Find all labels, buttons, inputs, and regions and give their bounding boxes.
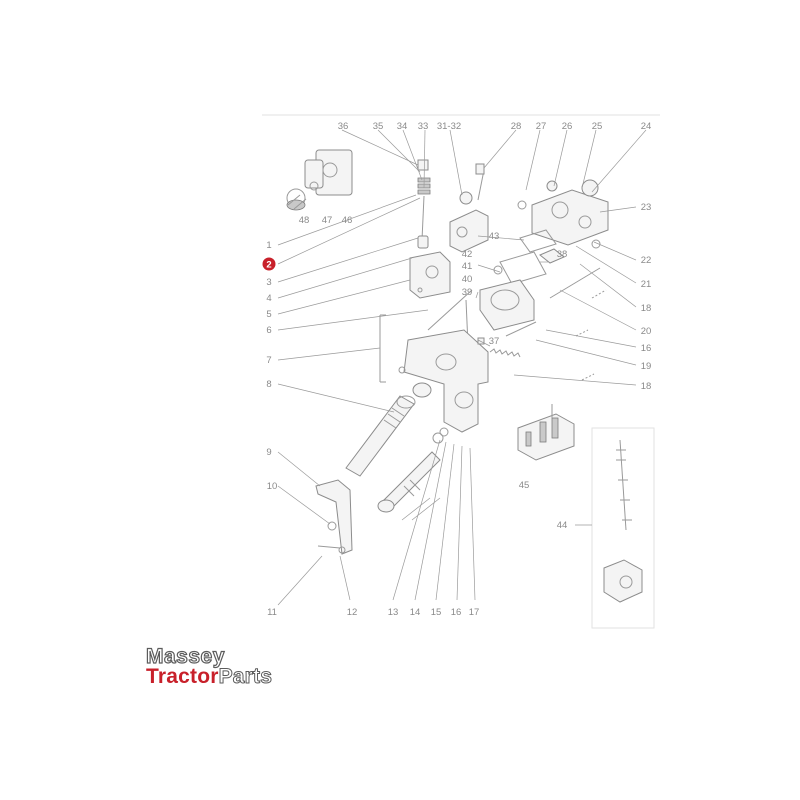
callout-1: 1 [266, 240, 271, 251]
callout-27: 27 [536, 121, 547, 132]
main-housing-7 [379, 314, 489, 433]
callout-23: 23 [641, 202, 652, 213]
spring-37 [489, 321, 537, 358]
callout-25: 25 [592, 121, 603, 132]
logo-tractor: Tractor [146, 665, 219, 688]
callout-33: 33 [418, 121, 429, 132]
highlight-marker [262, 257, 276, 271]
callout-4: 4 [266, 293, 271, 304]
callout-18-lower: 18 [641, 381, 652, 392]
bracket-lines [575, 289, 607, 381]
callout-46: 46 [342, 215, 353, 226]
callout-10: 10 [267, 481, 278, 492]
callout-42: 42 [462, 249, 473, 260]
callout-40: 40 [462, 274, 473, 285]
callout-2-highlight[interactable]: 2 [262, 257, 276, 271]
callout-16-right: 16 [641, 343, 652, 354]
callout-26: 26 [562, 121, 573, 132]
control-cover-assembly [517, 179, 609, 249]
logo-parts: Parts [218, 665, 273, 689]
callout-24: 24 [641, 121, 652, 132]
callout-37: 37 [489, 336, 500, 347]
valve-block-43 [449, 163, 489, 253]
callout-45: 45 [519, 480, 530, 491]
callout-9: 9 [266, 447, 271, 458]
callout-38: 38 [557, 249, 568, 260]
valve-body-5 [409, 251, 451, 299]
callout-39: 39 [462, 287, 473, 298]
callout-11: 11 [267, 607, 277, 618]
leader-lines [277, 129, 647, 606]
callout-21: 21 [641, 279, 652, 290]
callout-labels: 36 35 34 33 31-32 28 27 26 25 24 23 22 2… [262, 121, 652, 618]
callout-47: 47 [322, 215, 333, 226]
inset-panel-44 [575, 427, 655, 629]
callout-19: 19 [641, 361, 652, 372]
callout-34: 34 [397, 121, 408, 132]
callout-18-upper: 18 [641, 303, 652, 314]
gasket-and-plate [479, 229, 565, 331]
callout-43: 43 [489, 231, 500, 242]
lever-bracket [315, 479, 353, 555]
callout-22: 22 [641, 255, 652, 266]
callout-17: 17 [469, 607, 480, 618]
callout-20: 20 [641, 326, 652, 337]
logo-massey: Massey [145, 644, 225, 668]
massey-tractor-parts-logo[interactable]: Massey TractorParts [145, 644, 306, 690]
callout-2: 2 [266, 260, 271, 271]
callout-44: 44 [557, 520, 568, 531]
logo-tractorparts: TractorParts [146, 665, 272, 689]
shaft-8 [345, 382, 432, 477]
callout-35: 35 [373, 121, 384, 132]
callout-16: 16 [451, 607, 462, 618]
callout-3: 3 [266, 277, 271, 288]
solenoid-valve-assembly [286, 149, 353, 211]
callout-28: 28 [511, 121, 522, 132]
callout-13: 13 [388, 607, 399, 618]
callout-41: 41 [462, 261, 473, 272]
callout-48: 48 [299, 215, 310, 226]
callout-12: 12 [347, 607, 358, 618]
callout-36: 36 [338, 121, 349, 132]
valve-assembly-45 [517, 404, 575, 461]
callout-14: 14 [410, 607, 421, 618]
callout-6: 6 [266, 325, 271, 336]
piston-assembly [377, 427, 449, 513]
callout-8: 8 [266, 379, 271, 390]
callout-15: 15 [431, 607, 442, 618]
callout-7: 7 [266, 355, 271, 366]
callout-31-32: 31-32 [437, 121, 461, 132]
callout-5: 5 [266, 309, 271, 320]
